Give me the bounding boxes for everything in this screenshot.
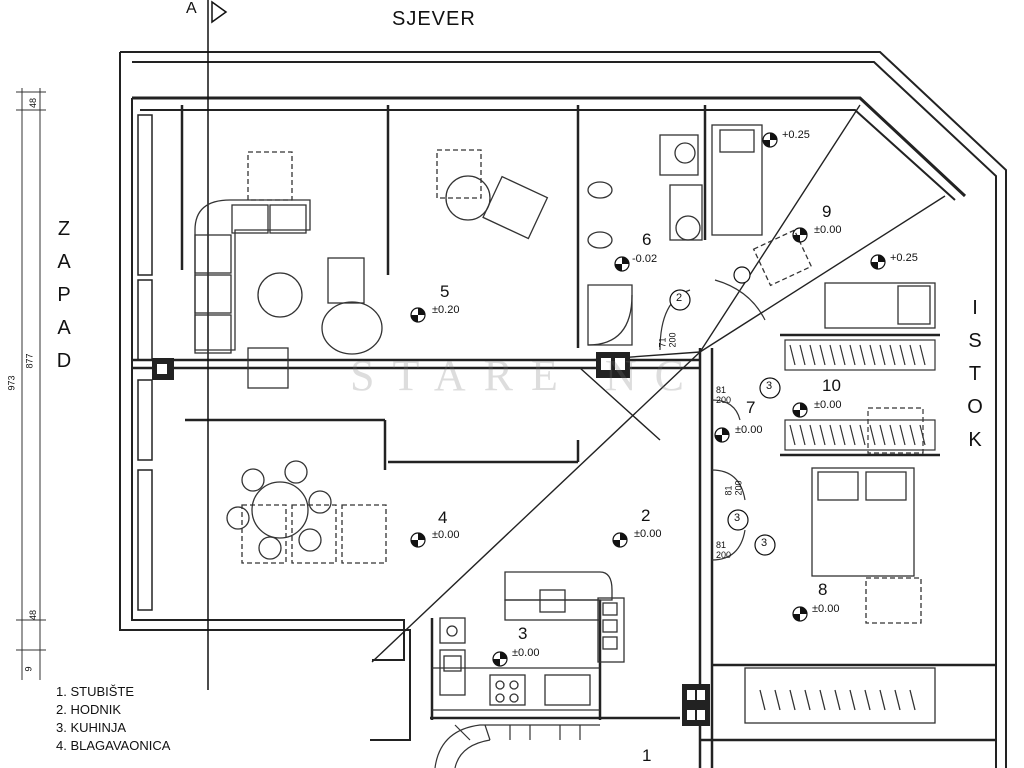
compass-east-letter: K (968, 429, 982, 451)
legend-item: 1. STUBIŠTE (56, 684, 135, 699)
room-number-4: 4 (438, 508, 448, 527)
door-tag: 3 (761, 537, 768, 549)
compass-west-letter: P (57, 284, 71, 306)
room-number-7: 7 (746, 398, 756, 417)
room-number-8: 8 (818, 580, 828, 599)
section-marker: A (186, 0, 197, 17)
legend-item: 3. KUHINJA (56, 720, 127, 735)
room-elevation-7: ±0.00 (735, 424, 763, 436)
dimension-973: 973 (6, 375, 17, 391)
compass-east: I S T O K (963, 292, 987, 457)
watermark: STARE NC (350, 351, 702, 400)
room-elevation-8: ±0.00 (812, 603, 840, 615)
room-elevation-9: ±0.00 (814, 224, 842, 236)
room-number-6: 6 (642, 230, 652, 249)
door-tag: 2 (676, 292, 683, 304)
room-number-10: 10 (822, 376, 841, 395)
dimension-48-bottom: 48 (28, 609, 39, 621)
compass-west-letter: A (57, 317, 71, 339)
dimension-48-top: 48 (28, 97, 39, 109)
room-number-5: 5 (440, 282, 450, 301)
door-dim: 81 200 (716, 385, 732, 405)
level-markers (410, 132, 886, 667)
legend-item: 4. BLAGAVAONICA (56, 738, 171, 753)
compass-east-letter: O (967, 396, 983, 418)
compass-west-letter: A (57, 251, 71, 273)
room-legend: 1. STUBIŠTE 2. HODNIK 3. KUHINJA 4. BLAG… (56, 683, 170, 755)
compass-west-letter: D (56, 350, 72, 372)
room-elevation-5: ±0.20 (432, 304, 460, 316)
room-elevation-3: ±0.00 (512, 647, 540, 659)
room-elevation-6: -0.02 (632, 253, 658, 265)
room-elevation-4: ±0.00 (432, 529, 460, 541)
elevation-bed-9: +0.25 (782, 129, 810, 141)
door-tag: 3 (734, 512, 741, 524)
legend-item: 2. HODNIK (56, 702, 122, 717)
compass-west-letter: Z (57, 218, 71, 240)
room-elevation-2: ±0.00 (634, 528, 662, 540)
compass-east-letter: S (968, 330, 982, 352)
dimension-9: 9 (23, 666, 34, 672)
room-number-3: 3 (518, 624, 528, 643)
room-number-9: 9 (822, 202, 832, 221)
compass-east-letter: I (972, 297, 978, 319)
compass-west: Z A P A D (52, 213, 76, 378)
room-number-1: 1 (642, 746, 652, 765)
elevation-bed-9b: +0.25 (890, 252, 918, 264)
room-number-2: 2 (641, 506, 651, 525)
door-dim: 81 200 (723, 480, 744, 496)
room-elevation-10: ±0.00 (814, 399, 842, 411)
dimension-877: 877 (24, 353, 35, 369)
compass-east-letter: T (968, 363, 982, 385)
door-tag: 3 (766, 380, 773, 392)
compass-north: SJEVER (392, 8, 476, 30)
door-dim: 81 200 (716, 540, 732, 560)
door-dim: 71 200 (657, 332, 678, 348)
